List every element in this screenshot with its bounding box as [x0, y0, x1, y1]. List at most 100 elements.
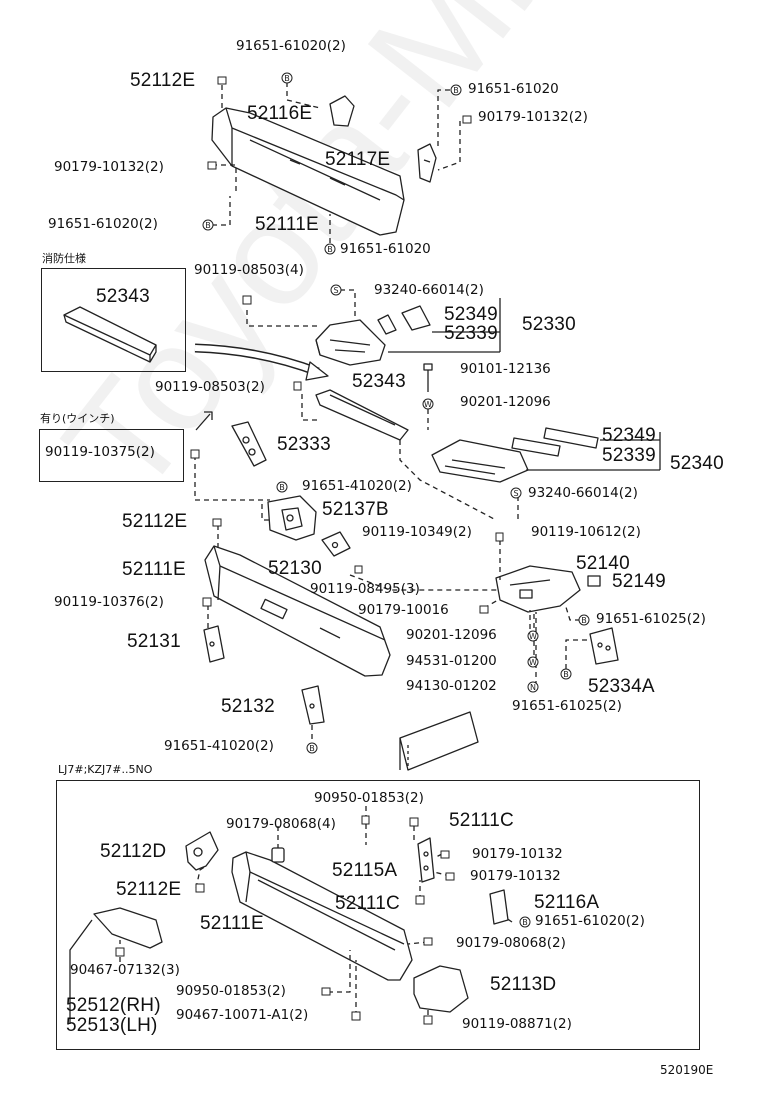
pad-52512-52513 — [93, 907, 163, 949]
lower-section-box — [56, 780, 700, 1050]
part-label[interactable]: 90101-12136 — [460, 361, 551, 377]
part-label[interactable]: 52111E — [200, 913, 264, 934]
part-label[interactable]: 90201-12096 — [460, 394, 551, 410]
diagram-code: 520190E — [660, 1063, 714, 1077]
part-label[interactable]: 91651-61020 — [340, 241, 431, 257]
part-label[interactable]: 52117E — [325, 149, 391, 170]
part-label[interactable]: 90179-10132 — [472, 846, 563, 862]
note-fire-spec: 消防仕様 — [42, 252, 86, 265]
part-label[interactable]: 52112E — [122, 511, 188, 532]
part-label[interactable]: 91651-61025(2) — [596, 611, 706, 627]
bracket-52116e — [329, 95, 355, 127]
plate-52343 — [315, 389, 409, 441]
part-label[interactable]: 52111E — [255, 214, 319, 235]
part-label[interactable]: 94531-01200 — [406, 653, 497, 669]
part-label[interactable]: 52349 — [444, 304, 498, 325]
part-label[interactable]: 52343 — [96, 286, 150, 307]
part-label[interactable]: 52149 — [612, 571, 666, 592]
note-lower-section: LJ7#;KZJ7#..5NO — [58, 763, 153, 776]
svg-text:W: W — [529, 658, 537, 667]
part-label[interactable]: 52330 — [522, 314, 576, 335]
part-label[interactable]: 52349 — [602, 425, 656, 446]
note-winch: 有り(ウインチ) — [40, 412, 115, 425]
part-label[interactable]: 90467-10071-A1(2) — [176, 1007, 309, 1023]
step-52330 — [315, 319, 386, 366]
svg-text:B: B — [284, 74, 290, 83]
part-label[interactable]: 90119-08503(4) — [194, 262, 304, 278]
part-label[interactable]: 90179-10016 — [358, 602, 449, 618]
bracket-52115a — [417, 837, 435, 883]
part-label[interactable]: 52112E — [130, 70, 196, 91]
part-label[interactable]: 91651-61020(2) — [535, 913, 645, 929]
part-label[interactable]: 52334A — [588, 676, 655, 697]
part-label[interactable]: 90950-01853(2) — [314, 790, 424, 806]
part-label[interactable]: 52131 — [127, 631, 181, 652]
part-label[interactable]: 52333 — [277, 434, 331, 455]
svg-text:B: B — [309, 744, 315, 753]
part-label[interactable]: 52115A — [332, 860, 398, 881]
part-label[interactable]: 90179-10132 — [470, 868, 561, 884]
bumper-low-52111e — [231, 851, 413, 981]
part-label[interactable]: 52513(LH) — [66, 1015, 158, 1036]
part-label[interactable]: 90467-07132(3) — [70, 962, 180, 978]
part-label[interactable]: 52137B — [322, 499, 389, 520]
bracket-52131 — [203, 625, 225, 663]
bracket-52137b — [321, 531, 351, 557]
fire-spec-part-52343 — [63, 306, 157, 363]
part-label[interactable]: 52112D — [100, 841, 167, 862]
part-label[interactable]: 93240-66014(2) — [528, 485, 638, 501]
part-label[interactable]: 91651-41020(2) — [164, 738, 274, 754]
svg-text:B: B — [205, 221, 211, 230]
bracket-52132 — [301, 685, 325, 725]
part-label[interactable]: 90119-10612(2) — [531, 524, 641, 540]
bracket-52333 — [231, 421, 267, 467]
svg-text:B: B — [279, 483, 285, 492]
bumper-top-52111e — [211, 107, 405, 236]
part-label[interactable]: 90119-10349(2) — [362, 524, 472, 540]
fire-spec-box — [41, 268, 186, 372]
part-label[interactable]: 90179-08068(4) — [226, 816, 336, 832]
part-label[interactable]: 52140 — [576, 553, 630, 574]
bracket-52334a — [589, 627, 619, 665]
part-label[interactable]: 90119-08503(2) — [155, 379, 265, 395]
part-label[interactable]: 90119-10375(2) — [45, 444, 155, 460]
part-label[interactable]: 52111E — [122, 559, 186, 580]
svg-text:S: S — [513, 489, 518, 498]
part-label[interactable]: 90950-01853(2) — [176, 983, 286, 999]
part-label[interactable]: 93240-66014(2) — [374, 282, 484, 298]
part-label[interactable]: 52343 — [352, 371, 406, 392]
svg-text:B: B — [563, 670, 569, 679]
part-label[interactable]: 52116A — [534, 892, 600, 913]
part-label[interactable]: 91651-41020(2) — [302, 478, 412, 494]
part-label[interactable]: 91651-61020 — [468, 81, 559, 97]
part-label[interactable]: 90179-10132(2) — [478, 109, 588, 125]
part-label[interactable]: 90119-10376(2) — [54, 594, 164, 610]
part-label[interactable]: 52512(RH) — [66, 995, 161, 1016]
part-label[interactable]: 52339 — [602, 445, 656, 466]
part-label[interactable]: 52112E — [116, 879, 182, 900]
part-label[interactable]: 94130-01202 — [406, 678, 497, 694]
part-label[interactable]: 52130 — [268, 558, 322, 579]
part-label[interactable]: 52111C — [449, 810, 514, 831]
part-label[interactable]: 90179-08068(2) — [456, 935, 566, 951]
part-label[interactable]: 52132 — [221, 696, 275, 717]
part-label[interactable]: 52116E — [247, 103, 313, 124]
part-label[interactable]: 52111C — [335, 893, 400, 914]
svg-text:W: W — [529, 632, 537, 641]
part-label[interactable]: 90119-08871(2) — [462, 1016, 572, 1032]
part-label[interactable]: 91651-61020(2) — [236, 38, 346, 54]
part-label[interactable]: 91651-61020(2) — [48, 216, 158, 232]
part-label[interactable]: 90179-10132(2) — [54, 159, 164, 175]
bracket-52117e — [417, 143, 437, 183]
part-label[interactable]: 90201-12096 — [406, 627, 497, 643]
part-label[interactable]: 52339 — [444, 323, 498, 344]
part-label[interactable]: 90119-08495(3) — [310, 581, 420, 597]
cover-52112d — [185, 831, 219, 871]
svg-text:B: B — [453, 86, 459, 95]
bumper-mid-52111e — [204, 545, 391, 677]
part-label[interactable]: 91651-61025(2) — [512, 698, 622, 714]
part-label[interactable]: 52340 — [670, 453, 724, 474]
part-label[interactable]: 52113D — [490, 974, 557, 995]
frame-member — [399, 711, 479, 771]
